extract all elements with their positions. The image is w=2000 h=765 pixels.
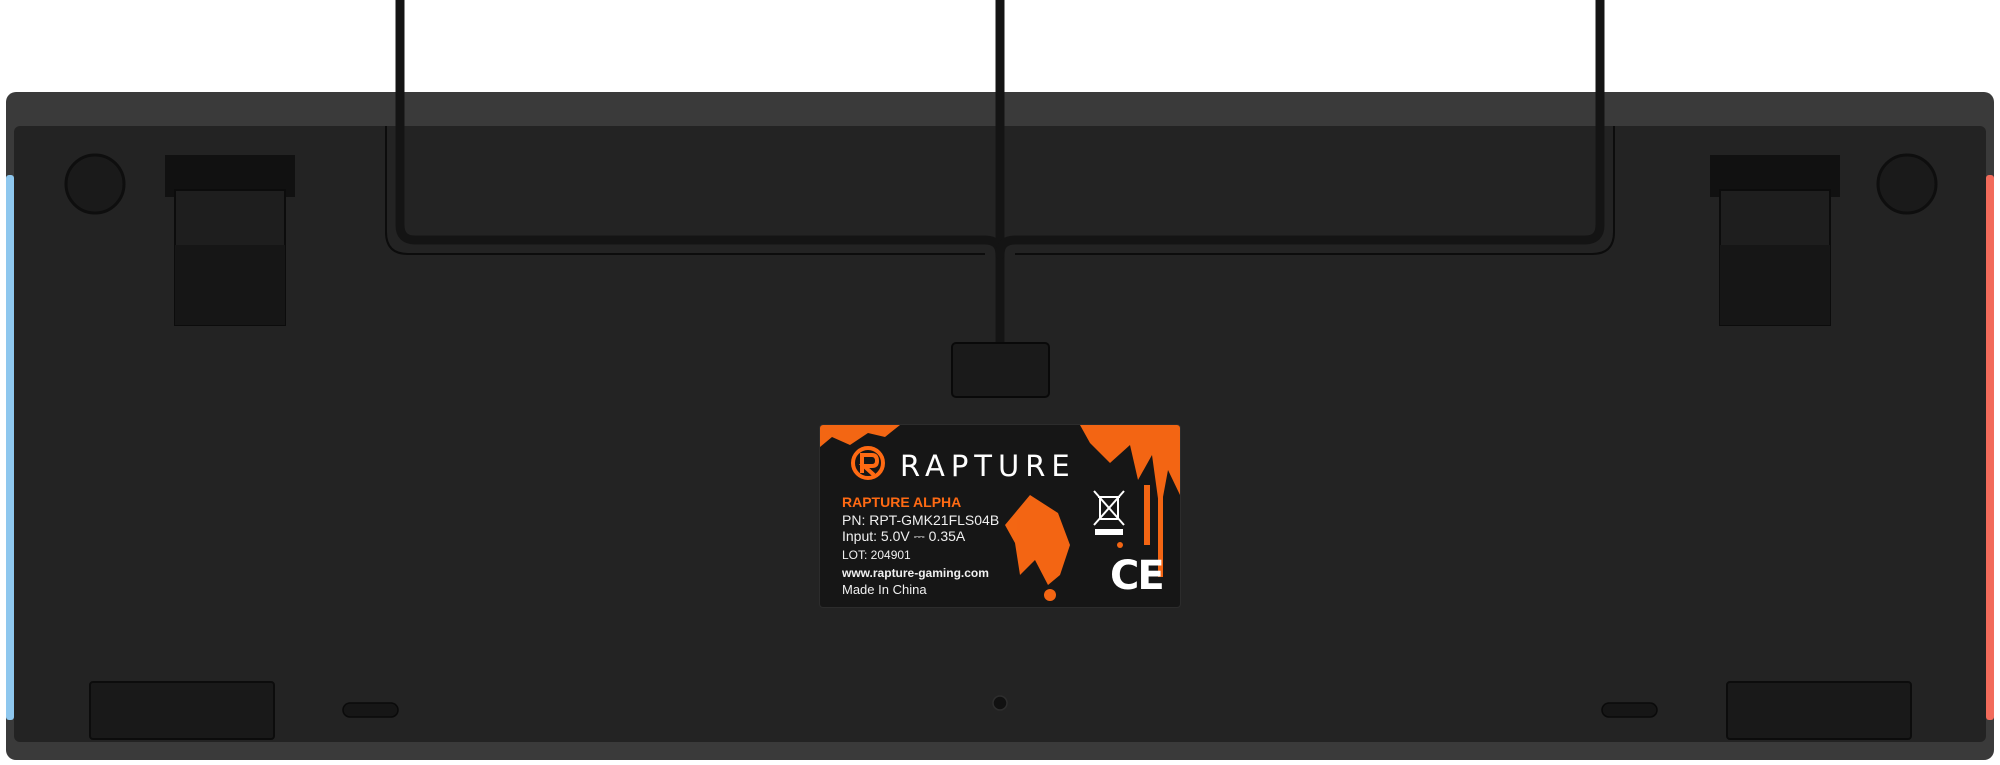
model-name: RAPTURE ALPHA bbox=[842, 494, 962, 510]
product-label: RAPTURE RAPTURE ALPHA PN: RPT-GMK21FLS04… bbox=[820, 425, 1180, 607]
rapture-logo-icon bbox=[851, 446, 885, 480]
country-of-origin: Made In China bbox=[842, 582, 927, 597]
screw-hole bbox=[992, 695, 1008, 711]
cable-channel-outline bbox=[385, 126, 1615, 255]
website: www.rapture-gaming.com bbox=[842, 566, 989, 580]
rubber-foot-top-left bbox=[64, 153, 126, 215]
cable-clip-bottom bbox=[951, 342, 1050, 398]
brand-name: RAPTURE bbox=[900, 449, 1076, 483]
usb-cables bbox=[395, 0, 1605, 350]
rubber-foot-top-right bbox=[1876, 153, 1938, 215]
input-rating: Input: 5.0V ⎓ 0.35A bbox=[842, 528, 966, 544]
rubber-pad-bottom-right bbox=[1726, 681, 1912, 740]
label-artwork bbox=[820, 425, 1180, 601]
slot-bottom-right bbox=[1601, 702, 1658, 718]
tilt-leg-left bbox=[165, 155, 295, 326]
weee-bin-icon bbox=[1093, 490, 1125, 535]
part-number: PN: RPT-GMK21FLS04B bbox=[842, 512, 1000, 528]
lot-number: LOT: 204901 bbox=[842, 548, 911, 562]
tilt-leg-right bbox=[1710, 155, 1840, 326]
left-edge-light bbox=[6, 175, 14, 720]
ce-mark-icon: CE bbox=[1110, 553, 1165, 599]
right-edge-light bbox=[1986, 175, 1994, 720]
rubber-pad-bottom-left bbox=[89, 681, 275, 740]
paint-splatter-decoration bbox=[820, 425, 1180, 601]
slot-bottom-left bbox=[342, 702, 399, 718]
